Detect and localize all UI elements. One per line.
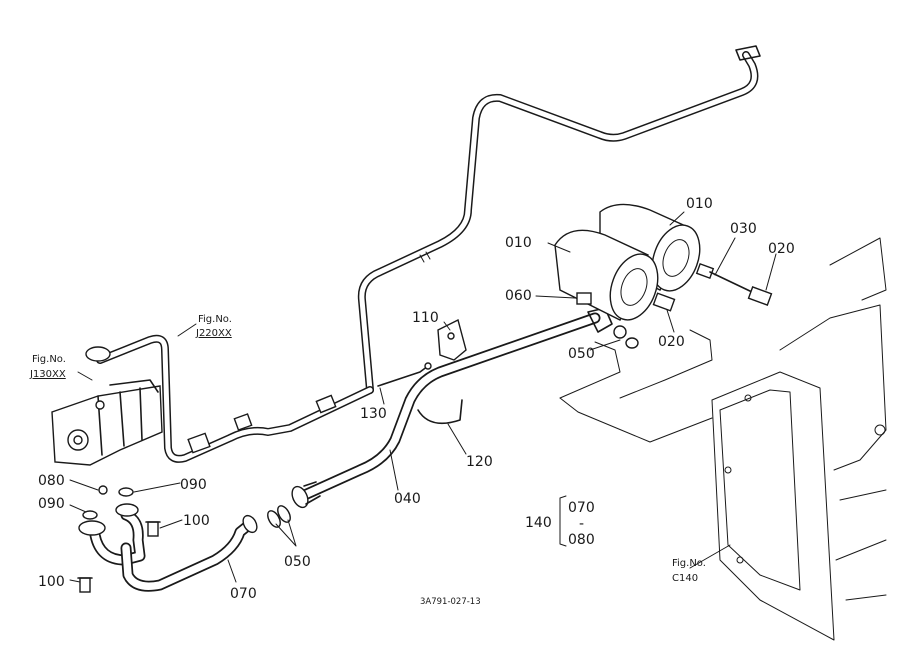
part-label-140: 140 (525, 515, 552, 531)
sensor-130 (377, 362, 432, 387)
fig-label-j130: Fig.No. (32, 354, 66, 365)
fig-label-j220: Fig.No. (198, 314, 232, 325)
part-label-050-lower: 050 (284, 554, 311, 570)
part-label-090-right: 090 (180, 477, 207, 493)
part-label-140-sub-070: 070 (568, 500, 595, 516)
part-label-140-sub-080: 080 (568, 532, 595, 548)
part-label-120: 120 (466, 454, 493, 470)
part-label-010-left: 010 (505, 235, 532, 251)
transmission-case (559, 237, 887, 641)
part-label-070: 070 (230, 586, 257, 602)
part-label-100-right: 100 (183, 513, 210, 529)
part-label-010-right: 010 (686, 196, 713, 212)
part-label-040: 040 (394, 491, 421, 507)
part-label-100-left: 100 (38, 574, 65, 590)
part-label-110: 110 (412, 310, 439, 326)
pump-seals (82, 485, 134, 520)
suction-tube-070 (78, 503, 291, 592)
plugs-100 (77, 521, 161, 593)
leader-lines (69, 211, 777, 583)
fittings (576, 263, 773, 312)
hydraulic-pump (51, 379, 163, 466)
fig-ref-j130: J130XX (29, 369, 66, 380)
part-label-050-upper: 050 (568, 346, 595, 362)
part-label-080: 080 (38, 473, 65, 489)
fig-label-c140: Fig.No. (672, 558, 706, 569)
part-label-030: 030 (730, 221, 757, 237)
clamp-120 (417, 399, 463, 425)
filters-010 (554, 203, 701, 321)
part-label-020-lower: 020 (658, 334, 685, 350)
pressure-tube (85, 334, 374, 463)
fig-ref-j220: J220XX (195, 328, 232, 339)
part-label-130: 130 (360, 406, 387, 422)
part-label-060: 060 (505, 288, 532, 304)
part-label-140-dash: - (579, 516, 584, 532)
suction-hose-040 (291, 307, 639, 509)
return-tube (357, 45, 761, 394)
bracket-110 (437, 318, 467, 361)
drawing-code: 3A791-027-13 (420, 597, 481, 607)
part-label-090-left: 090 (38, 496, 65, 512)
part-label-020-right: 020 (768, 241, 795, 257)
fig-ref-c140: C140 (672, 573, 698, 584)
